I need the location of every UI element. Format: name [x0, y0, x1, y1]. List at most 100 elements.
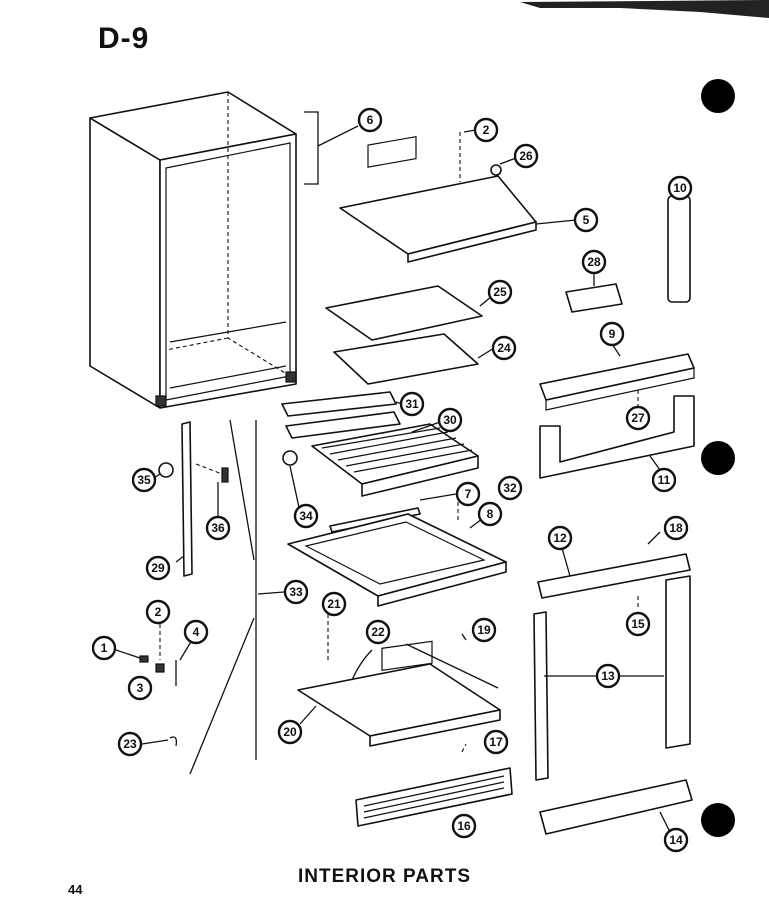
side-trim-left	[533, 611, 549, 781]
heater-upper	[281, 391, 397, 417]
callout-18: 18	[663, 515, 689, 541]
binder-hole-middle	[701, 441, 735, 475]
part-13-side-trims	[533, 575, 691, 781]
rod-guide-lower	[189, 617, 255, 775]
page-id: D-9	[98, 22, 150, 55]
side-trim-right	[665, 575, 691, 749]
part-25-panel	[325, 285, 483, 341]
callout-15: 15	[625, 611, 651, 637]
callout-5: 5	[573, 207, 599, 233]
cabinet-foot-right	[285, 371, 297, 383]
callout-2-top: 2	[473, 117, 499, 143]
svg-text:7: 7	[465, 487, 472, 501]
part-5-top-panel	[339, 135, 537, 263]
svg-text:5: 5	[583, 213, 590, 227]
cabinet-drawing	[89, 91, 319, 409]
svg-text:6: 6	[367, 113, 374, 127]
svg-text:1: 1	[101, 641, 108, 655]
rod-19	[405, 643, 499, 689]
svg-text:33: 33	[289, 585, 303, 599]
callouts: 6 2 26 5 10 28 25 24 9 27 31 30 11 35 36…	[91, 107, 693, 853]
svg-text:17: 17	[489, 735, 503, 749]
callout-22: 22	[365, 619, 391, 645]
part-29-gasket-strip	[181, 421, 193, 577]
callout-17: 17	[483, 729, 509, 755]
bracket-6	[304, 111, 319, 185]
callout-31: 31	[399, 391, 425, 417]
part-3-hinge	[155, 663, 165, 673]
top-panel-edge	[407, 221, 537, 263]
callout-2-left: 2	[145, 599, 171, 625]
svg-text:20: 20	[283, 725, 297, 739]
part-16-grille	[355, 767, 513, 827]
callout-33: 33	[283, 579, 309, 605]
scan-smudge	[520, 0, 769, 18]
svg-text:9: 9	[609, 327, 616, 341]
part-30-evaporator	[311, 423, 479, 497]
svg-text:4: 4	[193, 625, 200, 639]
svg-text:13: 13	[601, 669, 615, 683]
part-7-strip	[329, 507, 421, 533]
clip-22	[351, 649, 373, 681]
tray-front	[377, 561, 507, 607]
diagram-caption: INTERIOR PARTS	[297, 866, 472, 887]
callout-16: 16	[451, 813, 477, 839]
callout-35: 35	[131, 467, 157, 493]
shelf-9-rail	[539, 353, 695, 401]
svg-text:10: 10	[673, 181, 687, 195]
part-36-screw	[221, 467, 229, 483]
part-31-heater	[281, 391, 401, 439]
part-35-cap	[158, 462, 174, 478]
svg-text:29: 29	[151, 561, 165, 575]
callout-29: 29	[145, 555, 171, 581]
callout-12: 12	[547, 525, 573, 551]
knob-26	[490, 164, 502, 176]
rod-guide-upper	[229, 419, 255, 561]
svg-text:23: 23	[123, 737, 137, 751]
svg-text:19: 19	[477, 623, 491, 637]
callout-4: 4	[183, 619, 209, 645]
callout-20: 20	[277, 719, 303, 745]
part-14-bottom-shelf	[539, 779, 693, 835]
svg-text:3: 3	[137, 681, 144, 695]
callout-32: 32	[497, 475, 523, 501]
svg-text:16: 16	[457, 819, 471, 833]
callout-13: 13	[595, 663, 621, 689]
svg-text:2: 2	[483, 123, 490, 137]
part-9-shelf	[539, 353, 695, 411]
header-12-rail	[537, 553, 691, 599]
svg-text:12: 12	[553, 531, 567, 545]
tray-inner	[304, 521, 486, 585]
svg-text:28: 28	[587, 255, 601, 269]
svg-text:21: 21	[327, 597, 341, 611]
binder-hole-bottom	[701, 803, 735, 837]
binder-hole-top	[701, 79, 735, 113]
svg-text:18: 18	[669, 521, 683, 535]
callout-36: 36	[205, 515, 231, 541]
callout-26: 26	[513, 143, 539, 169]
part-10-trim	[667, 195, 691, 303]
crisper-cover-front	[369, 709, 501, 747]
cabinet-foot-left	[155, 395, 167, 407]
part-23-clip	[169, 736, 178, 747]
top-panel	[339, 175, 537, 255]
scan-artifacts	[520, 0, 769, 837]
callout-27: 27	[625, 405, 651, 431]
callout-10: 10	[667, 175, 693, 201]
callout-23: 23	[117, 731, 143, 757]
grille-slots	[363, 775, 505, 819]
callout-28: 28	[581, 249, 607, 275]
page-number: 44	[68, 882, 83, 897]
thermostat-34	[282, 450, 298, 466]
callout-7: 7	[455, 481, 481, 507]
svg-text:35: 35	[137, 473, 151, 487]
evaporator-fins	[321, 427, 473, 473]
cabinet-floor-lines	[169, 321, 287, 389]
svg-text:2: 2	[155, 605, 162, 619]
part-24-panel	[333, 333, 479, 385]
callout-19: 19	[471, 617, 497, 643]
callout-30: 30	[437, 407, 463, 433]
callout-21: 21	[321, 591, 347, 617]
part-8-drip-tray	[287, 513, 507, 607]
shelf-11-body	[539, 395, 695, 479]
